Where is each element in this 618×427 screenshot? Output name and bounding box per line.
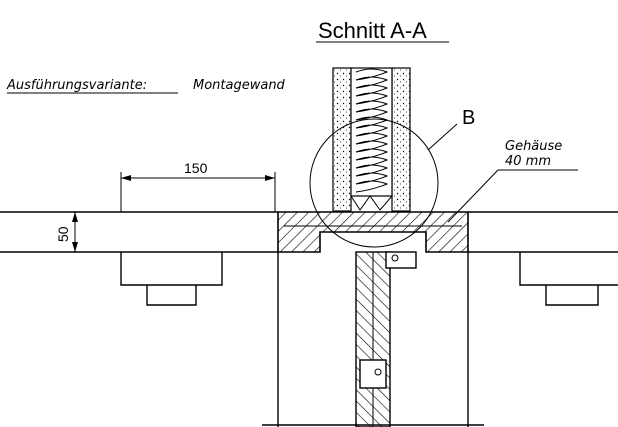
section-title: Schnitt A-A [318, 18, 427, 43]
wall-left-plaster [332, 67, 352, 212]
right-fixture-body [519, 252, 618, 286]
hinge-pin [374, 368, 382, 376]
dim-50-label: 50 [55, 226, 71, 242]
housing-label-line2: 40 mm [505, 154, 551, 169]
dim-50-arrow-top [72, 212, 78, 222]
left-fixture-body [120, 252, 223, 286]
left-fixture-foot [146, 285, 197, 306]
panel-seal [385, 251, 417, 269]
insulation-spring [355, 68, 389, 193]
housing-label-line1: Gehäuse [505, 139, 562, 154]
seal-pin [391, 254, 399, 262]
dim-150-arrow-right [265, 175, 275, 181]
wall-right-plaster [391, 67, 411, 212]
detail-label-b: B [462, 107, 475, 129]
detail-leader-b [427, 123, 458, 151]
dim-150-label: 150 [184, 160, 208, 176]
housing-beam [277, 211, 469, 253]
panel-hinge [359, 359, 387, 389]
variant-value: Montagewand [193, 78, 286, 93]
right-fixture-foot [545, 285, 599, 306]
dim-50-arrow-bottom [72, 242, 78, 252]
detail-circle-b [309, 118, 439, 248]
dim-150-arrow-left [121, 175, 131, 181]
insulation-base [350, 195, 393, 211]
wall-insulation [350, 67, 393, 197]
variant-label: Ausführungsvariante: [6, 78, 147, 93]
